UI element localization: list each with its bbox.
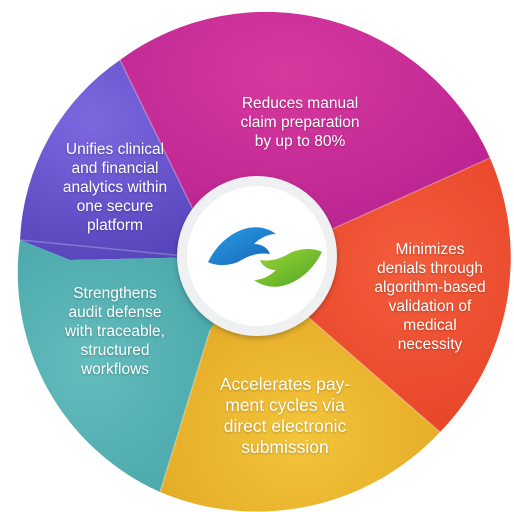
- text-line: workflows: [80, 361, 150, 378]
- text-line: and financial: [71, 160, 159, 177]
- text-line: Unifies clinical: [65, 141, 165, 158]
- text-line: necessity: [397, 336, 463, 353]
- text-line: direct electronic: [223, 416, 347, 436]
- text-line: submission: [241, 437, 329, 457]
- text-line: ment cycles via: [225, 395, 345, 415]
- text-line: platform: [87, 217, 143, 234]
- text-line: Accelerates pay-: [219, 374, 351, 394]
- segment-text-unifies: Unifies clinical and financial analytics…: [40, 140, 190, 235]
- text-line: analytics within: [62, 179, 168, 196]
- segment-unifies: [20, 60, 257, 260]
- text-line: claim preparation: [240, 114, 360, 131]
- segment-minimizes: [257, 158, 511, 432]
- segment-text-strengthens: Strengthens audit defense with traceable…: [40, 284, 190, 379]
- text-line: Strengthens: [73, 285, 157, 302]
- text-line: with traceable,: [65, 323, 165, 340]
- text-line: one secure: [76, 198, 154, 215]
- text-line: validation of: [388, 298, 472, 315]
- segment-text-minimizes: Minimizes denials through algorithm-base…: [360, 240, 500, 354]
- text-line: algorithm-based: [374, 279, 486, 296]
- text-line: Minimizes: [395, 241, 465, 258]
- text-line: denials through: [377, 260, 483, 277]
- text-line: audit defense: [68, 304, 162, 321]
- text-line: structured: [80, 342, 150, 359]
- hands-logo-icon: [208, 227, 322, 287]
- text-line: medical: [403, 317, 457, 334]
- text-line: by up to 80%: [254, 133, 346, 150]
- text-line: Reduces manual: [241, 95, 359, 112]
- segment-text-reduces: Reduces manual claim preparation by up t…: [215, 94, 385, 151]
- segment-text-accelerates: Accelerates pay- ment cycles via direct …: [190, 374, 380, 458]
- center-disc: [187, 186, 327, 326]
